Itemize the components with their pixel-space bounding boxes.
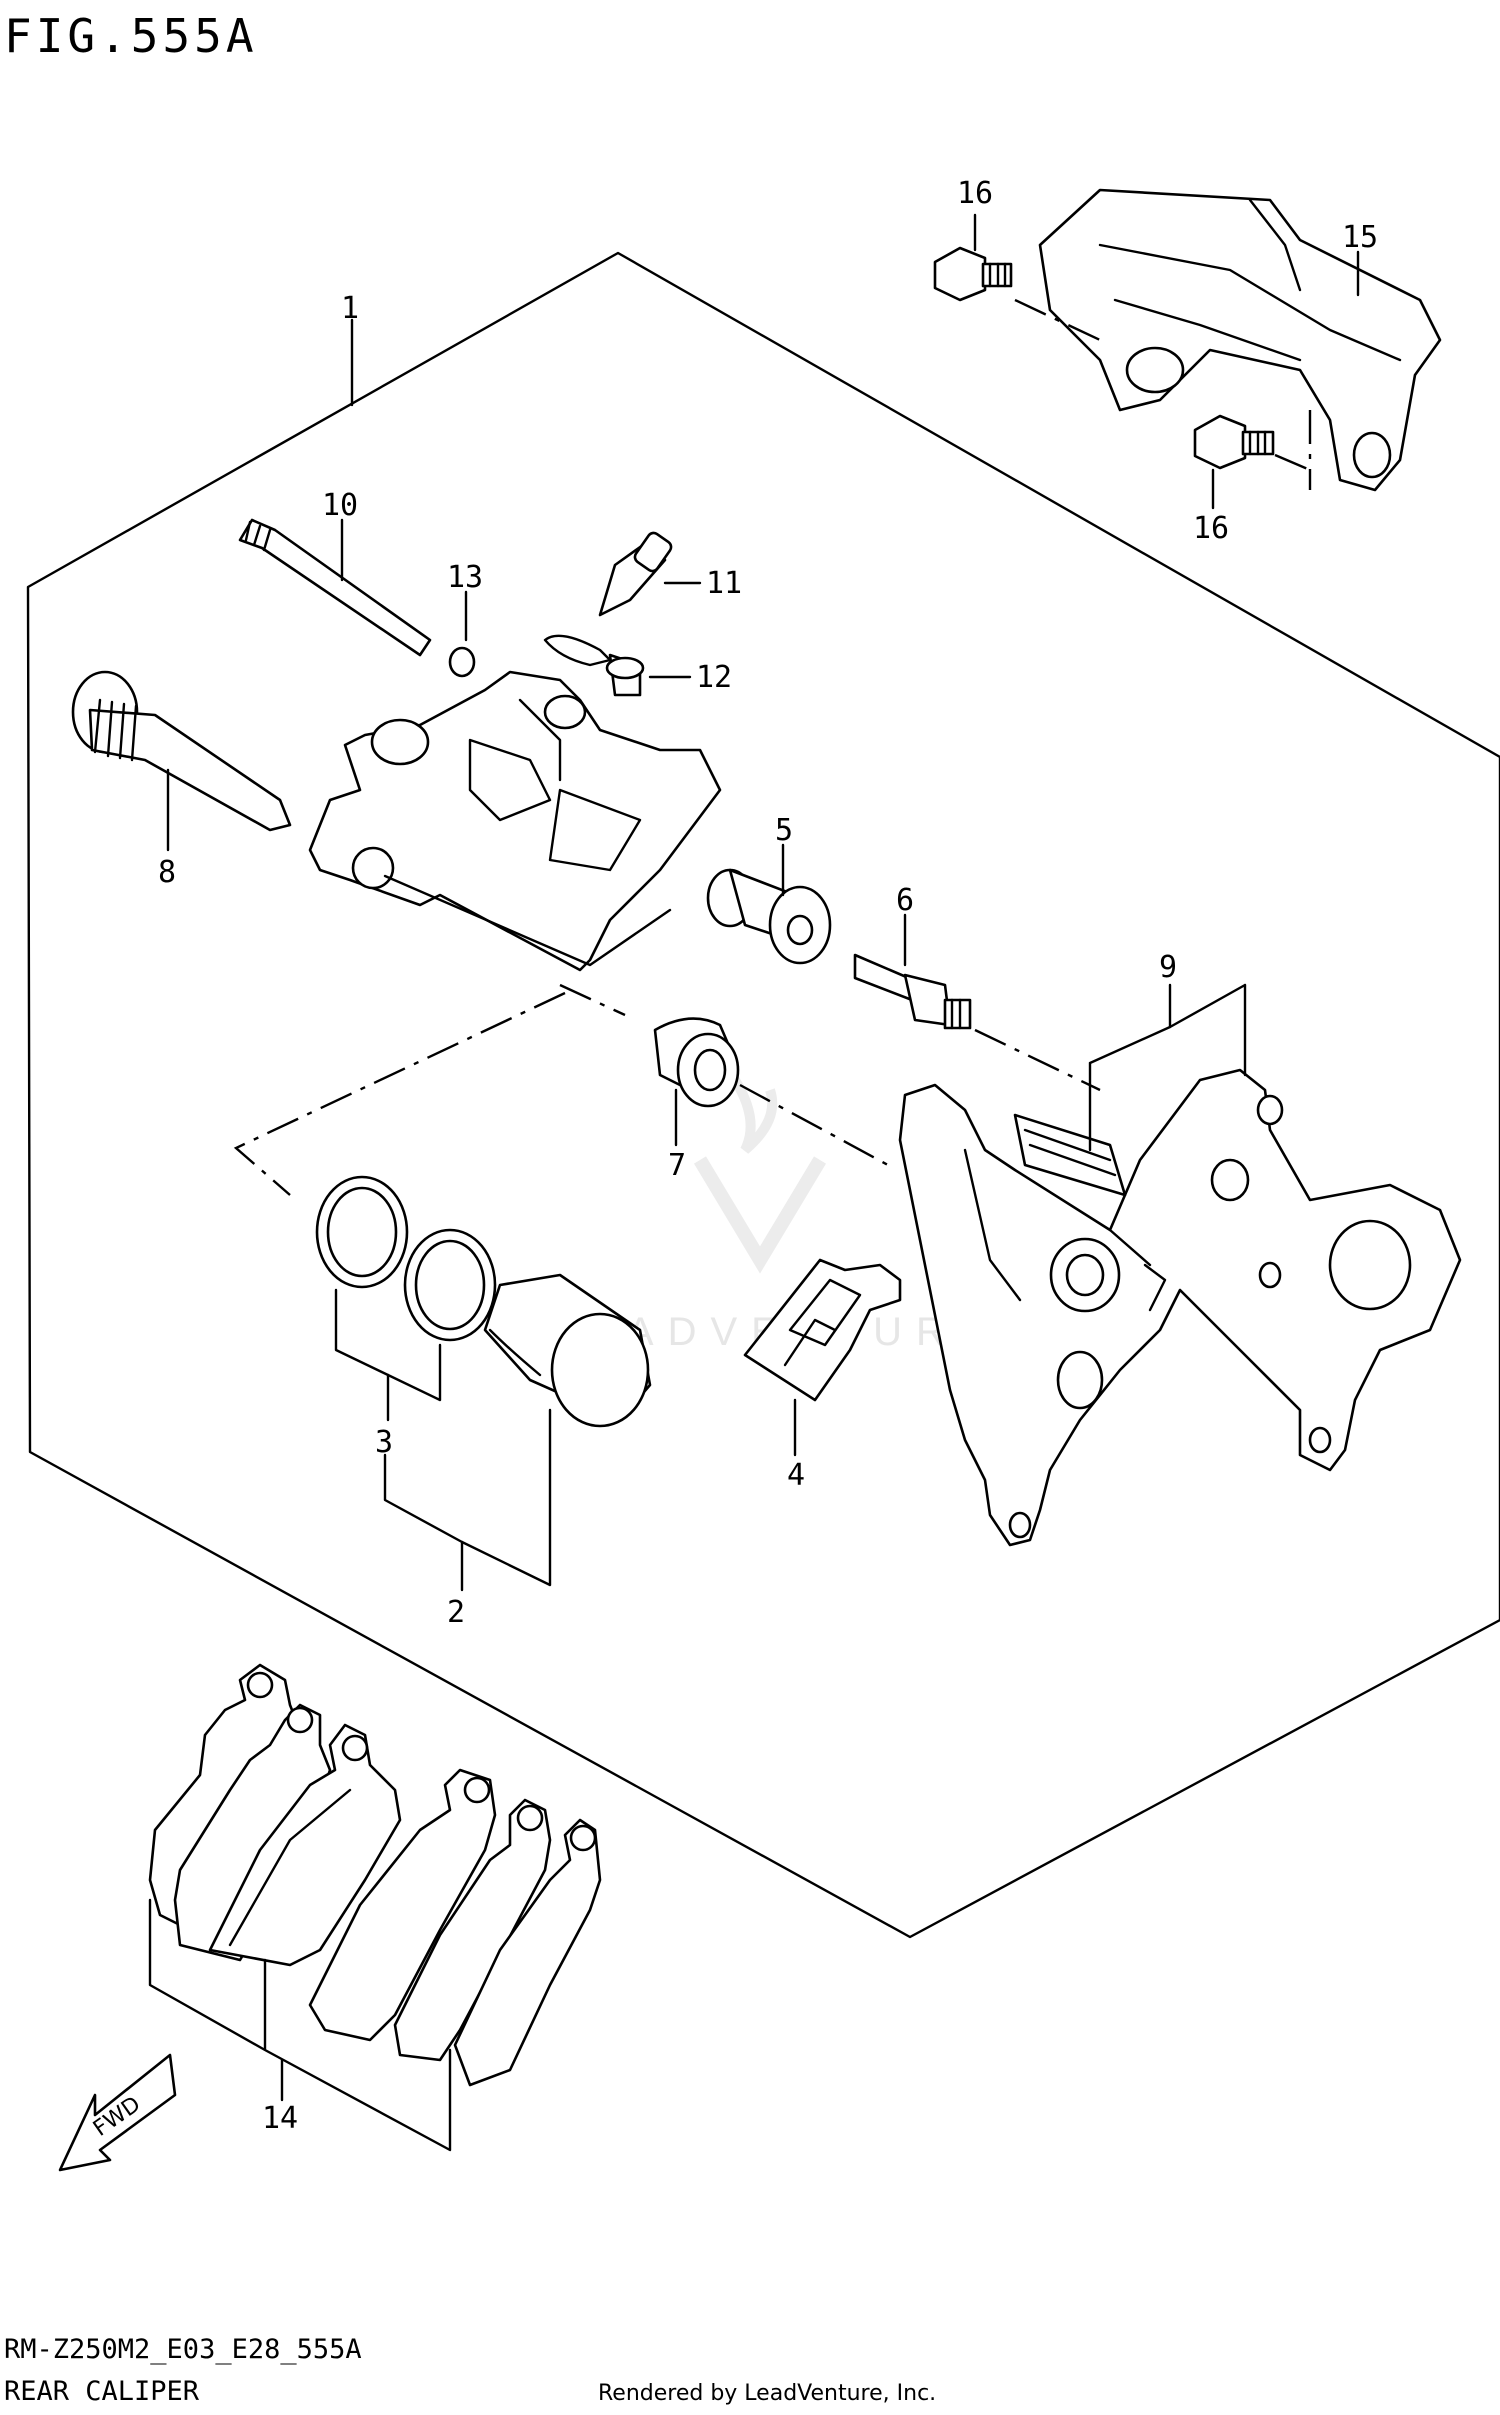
callout-14: 14 <box>262 2101 298 2136</box>
part-11-bleeder <box>598 531 673 617</box>
callout-11: 11 <box>706 566 742 601</box>
part-7-boot <box>653 1017 740 1108</box>
part-2-piston <box>483 1273 652 1428</box>
callout-7: 7 <box>668 1148 686 1183</box>
dash-16b <box>1274 410 1312 490</box>
callout-13: 13 <box>447 560 483 595</box>
fig-title: FIG.555A <box>4 9 258 63</box>
part-9-bracket <box>898 1068 1462 1547</box>
part-13-ring <box>448 646 476 678</box>
part-6-pin <box>853 953 972 1030</box>
part-5-pin-bolt <box>706 868 832 965</box>
callout-6: 6 <box>896 883 914 918</box>
callout-2: 2 <box>447 1595 465 1630</box>
part-8-slide-pin <box>71 670 292 832</box>
assembly-outline <box>26 251 1500 1939</box>
callout-16-upper: 16 <box>957 176 993 211</box>
dash-caliper-seal <box>559 983 626 1017</box>
part-4-spring <box>743 1258 902 1402</box>
callout-4: 4 <box>787 1458 805 1493</box>
dash-pin-bracket <box>974 1028 1101 1092</box>
part-15-bracket <box>1038 188 1442 492</box>
callout-5: 5 <box>775 813 793 848</box>
part-14-pad-5 <box>393 1798 552 2062</box>
part-3-seal-inner <box>403 1228 497 1342</box>
part-3-seal-outer <box>315 1175 409 1289</box>
dash-boot-bracket <box>739 1083 889 1167</box>
callout-10: 10 <box>322 488 358 523</box>
part-10-pin <box>238 518 432 657</box>
callout-12: 12 <box>696 660 732 695</box>
caliper-body <box>308 670 722 972</box>
leader-14-bracket <box>148 1898 452 2152</box>
part-14-pad-6 <box>453 1818 602 2087</box>
callout-15: 15 <box>1342 220 1378 255</box>
leader-2-bracket <box>383 1408 552 1587</box>
callout-9: 9 <box>1159 950 1177 985</box>
section-name: REAR CALIPER <box>4 2376 200 2407</box>
part-16-bolt-lower <box>1193 414 1275 470</box>
callout-8: 8 <box>158 855 176 890</box>
part-14-pad-4 <box>308 1768 497 2042</box>
dash-16a <box>1014 298 1101 342</box>
fwd-arrow-icon: FWD <box>58 2053 177 2172</box>
callout-3: 3 <box>375 1425 393 1460</box>
model-code: RM-Z250M2_E03_E28_555A <box>4 2334 362 2365</box>
part-14-pad-3 <box>208 1723 402 1967</box>
dash-piston-chain <box>233 991 566 1196</box>
callout-1: 1 <box>341 291 359 326</box>
caliper-underside <box>383 874 672 967</box>
callout-16-lower: 16 <box>1193 511 1229 546</box>
part-16-bolt-upper <box>933 246 1013 302</box>
render-credit: Rendered by LeadVenture, Inc. <box>598 2381 936 2406</box>
part-12-cap <box>543 634 645 697</box>
